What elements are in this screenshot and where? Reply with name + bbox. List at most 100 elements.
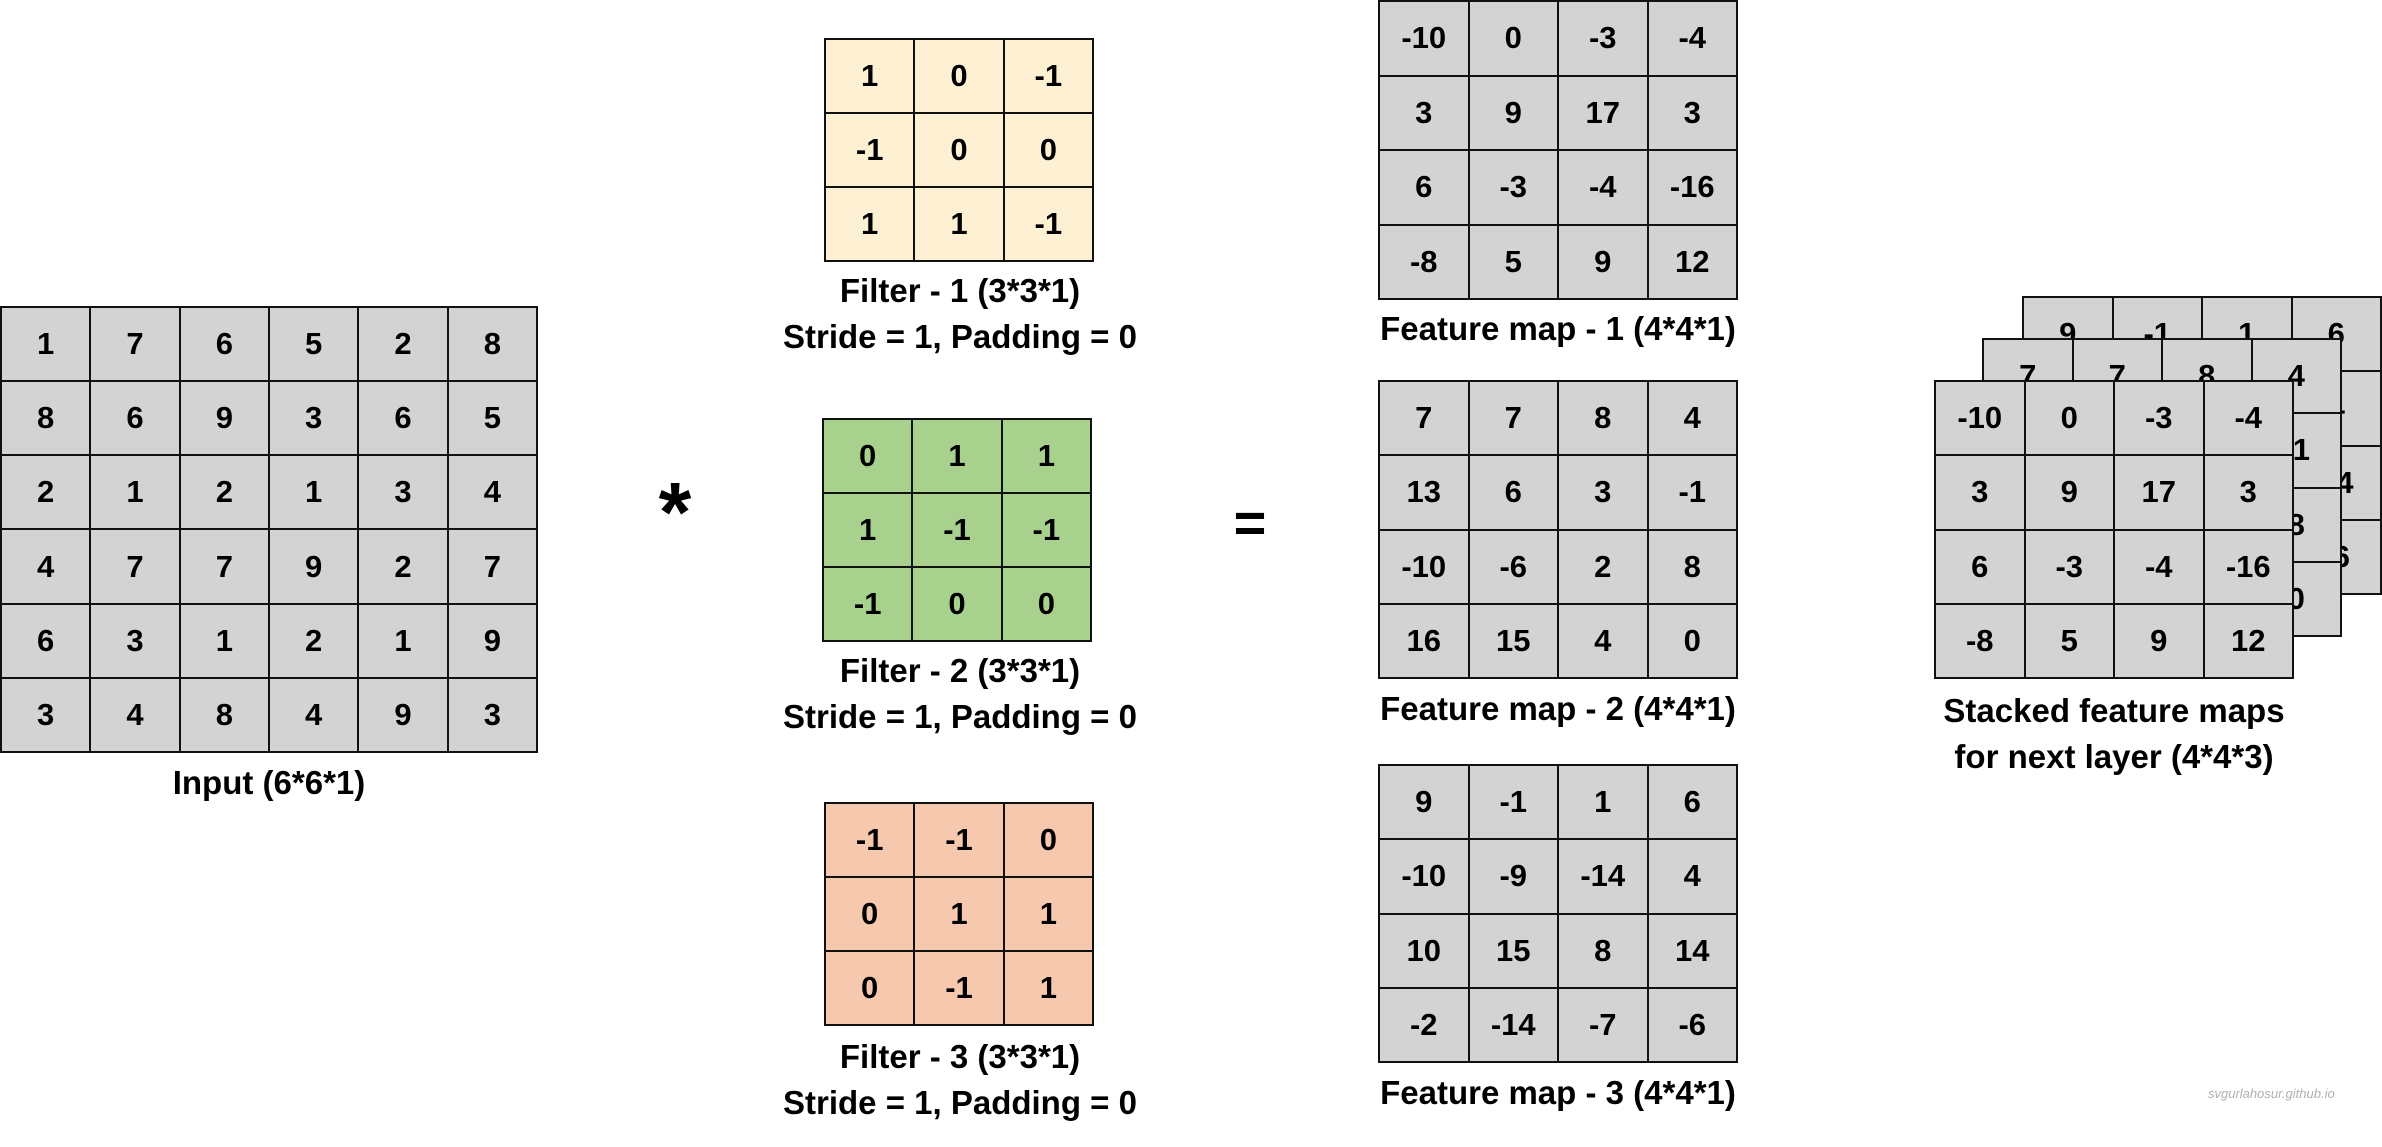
matrix-cell: 5 bbox=[448, 382, 536, 455]
matrix-cell: 5 bbox=[270, 308, 358, 381]
matrix-cell: 7 bbox=[1469, 382, 1557, 455]
matrix-cell: 4 bbox=[1648, 840, 1736, 913]
matrix-cell: -1 bbox=[826, 114, 914, 186]
matrix-cell: 4 bbox=[270, 678, 358, 751]
matrix-cell: 1 bbox=[1559, 766, 1647, 839]
matrix-cell: 6 bbox=[2, 604, 90, 677]
matrix-cell: -10 bbox=[1380, 2, 1468, 75]
matrix-cell: 0 bbox=[915, 40, 1003, 112]
matrix-cell: 1 bbox=[91, 456, 179, 529]
filter-2-caption: Filter - 2 (3*3*1) Stride = 1, Padding =… bbox=[760, 648, 1160, 740]
matrix-cell: 9 bbox=[180, 382, 268, 455]
stacked-caption-line-1: Stacked feature maps bbox=[1943, 692, 2285, 729]
matrix-cell: 7 bbox=[180, 530, 268, 603]
matrix-cell: -1 bbox=[1004, 40, 1092, 112]
matrix-cell: -1 bbox=[826, 804, 914, 876]
matrix-cell: 7 bbox=[1380, 382, 1468, 455]
matrix-cell: 2 bbox=[2, 456, 90, 529]
matrix-cell: -14 bbox=[1469, 988, 1557, 1061]
matrix-cell: 9 bbox=[1469, 76, 1557, 149]
matrix-cell: -1 bbox=[915, 804, 1003, 876]
matrix-cell: 6 bbox=[1469, 456, 1557, 529]
matrix-cell: 13 bbox=[1380, 456, 1468, 529]
matrix-cell: -2 bbox=[1380, 988, 1468, 1061]
matrix-cell: 9 bbox=[359, 678, 447, 751]
matrix-cell: 7 bbox=[448, 530, 536, 603]
matrix-cell: 1 bbox=[826, 40, 914, 112]
matrix-cell: -14 bbox=[1559, 840, 1647, 913]
matrix-cell: 16 bbox=[1380, 604, 1468, 677]
matrix-cell: 3 bbox=[359, 456, 447, 529]
matrix-cell: 3 bbox=[1559, 456, 1647, 529]
matrix-cell: 0 bbox=[1648, 604, 1736, 677]
matrix-cell: -1 bbox=[1004, 188, 1092, 260]
matrix-cell: -1 bbox=[913, 494, 1001, 566]
matrix-cell: 9 bbox=[270, 530, 358, 603]
matrix-cell: 0 bbox=[915, 114, 1003, 186]
filter-3-stride-padding: Stride = 1, Padding = 0 bbox=[783, 1084, 1137, 1121]
matrix-cell: 17 bbox=[2115, 456, 2203, 529]
matrix-cell: 3 bbox=[2, 678, 90, 751]
matrix-cell: 1 bbox=[826, 188, 914, 260]
matrix-cell: 3 bbox=[1936, 456, 2024, 529]
matrix-cell: 6 bbox=[1648, 766, 1736, 839]
matrix-cell: 1 bbox=[359, 604, 447, 677]
matrix-cell: -3 bbox=[2115, 382, 2203, 455]
matrix-cell: -6 bbox=[1648, 988, 1736, 1061]
matrix-cell: 12 bbox=[2204, 604, 2292, 677]
matrix-cell: 1 bbox=[2, 308, 90, 381]
stacked-caption-line-2: for next layer (4*4*3) bbox=[1954, 738, 2274, 775]
matrix-cell: 3 bbox=[1380, 76, 1468, 149]
filter-1-stride-padding: Stride = 1, Padding = 0 bbox=[783, 318, 1137, 355]
matrix-cell: 1 bbox=[1004, 952, 1092, 1024]
matrix-cell: 0 bbox=[826, 952, 914, 1024]
matrix-cell: 8 bbox=[448, 308, 536, 381]
convolution-operator: * bbox=[658, 465, 692, 559]
feature-map-2-caption: Feature map - 2 (4*4*1) bbox=[1380, 690, 1736, 727]
matrix-cell: 2 bbox=[180, 456, 268, 529]
matrix-cell: -4 bbox=[2204, 382, 2292, 455]
matrix-cell: 14 bbox=[1648, 914, 1736, 987]
matrix-cell: 5 bbox=[2025, 604, 2113, 677]
filter-3-caption: Filter - 3 (3*3*1) Stride = 1, Padding =… bbox=[760, 1034, 1160, 1126]
matrix-cell: -1 bbox=[915, 952, 1003, 1024]
matrix-cell: -3 bbox=[1559, 2, 1647, 75]
matrix-cell: 4 bbox=[91, 678, 179, 751]
matrix-cell: 6 bbox=[359, 382, 447, 455]
matrix-cell: 9 bbox=[448, 604, 536, 677]
matrix-cell: 9 bbox=[2025, 456, 2113, 529]
matrix-cell: 1 bbox=[270, 456, 358, 529]
matrix-cell: -3 bbox=[2025, 530, 2113, 603]
matrix-cell: 5 bbox=[1469, 225, 1557, 298]
filter-3-title: Filter - 3 (3*3*1) bbox=[839, 1038, 1081, 1075]
matrix-cell: 4 bbox=[1559, 604, 1647, 677]
matrix-cell: 6 bbox=[1380, 151, 1468, 224]
matrix-cell: 7 bbox=[91, 308, 179, 381]
matrix-cell: 2 bbox=[270, 604, 358, 677]
equals-operator: = bbox=[1233, 491, 1267, 554]
matrix-cell: -1 bbox=[1648, 456, 1736, 529]
matrix-cell: 1 bbox=[180, 604, 268, 677]
feature-map-3-caption: Feature map - 3 (4*4*1) bbox=[1380, 1074, 1736, 1111]
matrix-cell: -8 bbox=[1936, 604, 2024, 677]
matrix-cell: 0 bbox=[1004, 114, 1092, 186]
matrix-cell: 6 bbox=[180, 308, 268, 381]
matrix-cell: 10 bbox=[1380, 914, 1468, 987]
matrix-cell: 4 bbox=[1648, 382, 1736, 455]
watermark: svgurlahosur.github.io bbox=[2208, 1086, 2335, 1101]
matrix-cell: 0 bbox=[2025, 382, 2113, 455]
matrix-cell: -4 bbox=[1559, 151, 1647, 224]
filter-1-title: Filter - 1 (3*3*1) bbox=[839, 272, 1081, 309]
matrix-cell: 2 bbox=[1559, 530, 1647, 603]
matrix-cell: 15 bbox=[1469, 914, 1557, 987]
matrix-cell: -10 bbox=[1936, 382, 2024, 455]
matrix-cell: 0 bbox=[1002, 568, 1090, 640]
matrix-cell: 3 bbox=[2204, 456, 2292, 529]
matrix-cell: 3 bbox=[1648, 76, 1736, 149]
matrix-cell: 0 bbox=[1469, 2, 1557, 75]
matrix-cell: -4 bbox=[1648, 2, 1736, 75]
